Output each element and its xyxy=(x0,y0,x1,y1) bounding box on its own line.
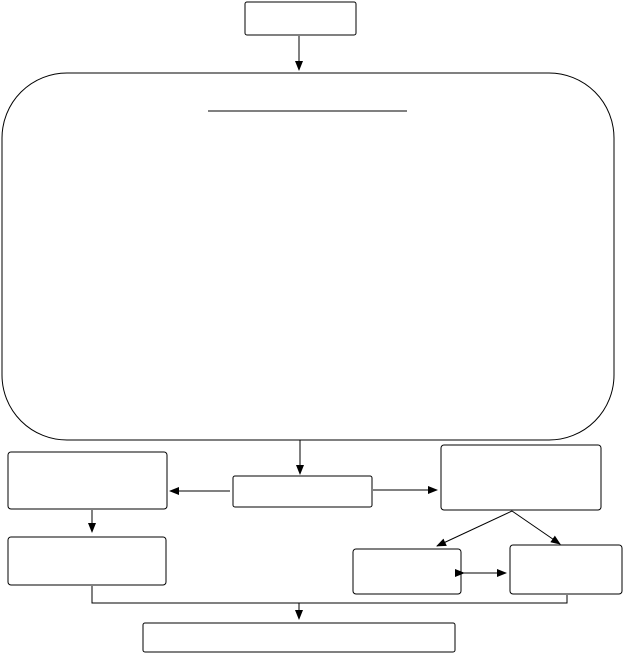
top-box xyxy=(244,1,357,36)
center-box xyxy=(232,475,373,508)
bottom-box xyxy=(142,622,456,653)
right-lower-left-box xyxy=(352,548,462,595)
left-upper-box xyxy=(7,451,168,510)
right-lower-right-box xyxy=(509,544,623,595)
left-lower-box xyxy=(7,536,167,586)
connector-bottom-bracket xyxy=(91,586,568,604)
right-upper-box xyxy=(440,444,602,511)
main-container xyxy=(1,72,615,441)
arrow-right-upper-to-right-lower-right xyxy=(511,510,561,545)
arrow-right-upper-to-right-lower-left xyxy=(436,510,513,547)
